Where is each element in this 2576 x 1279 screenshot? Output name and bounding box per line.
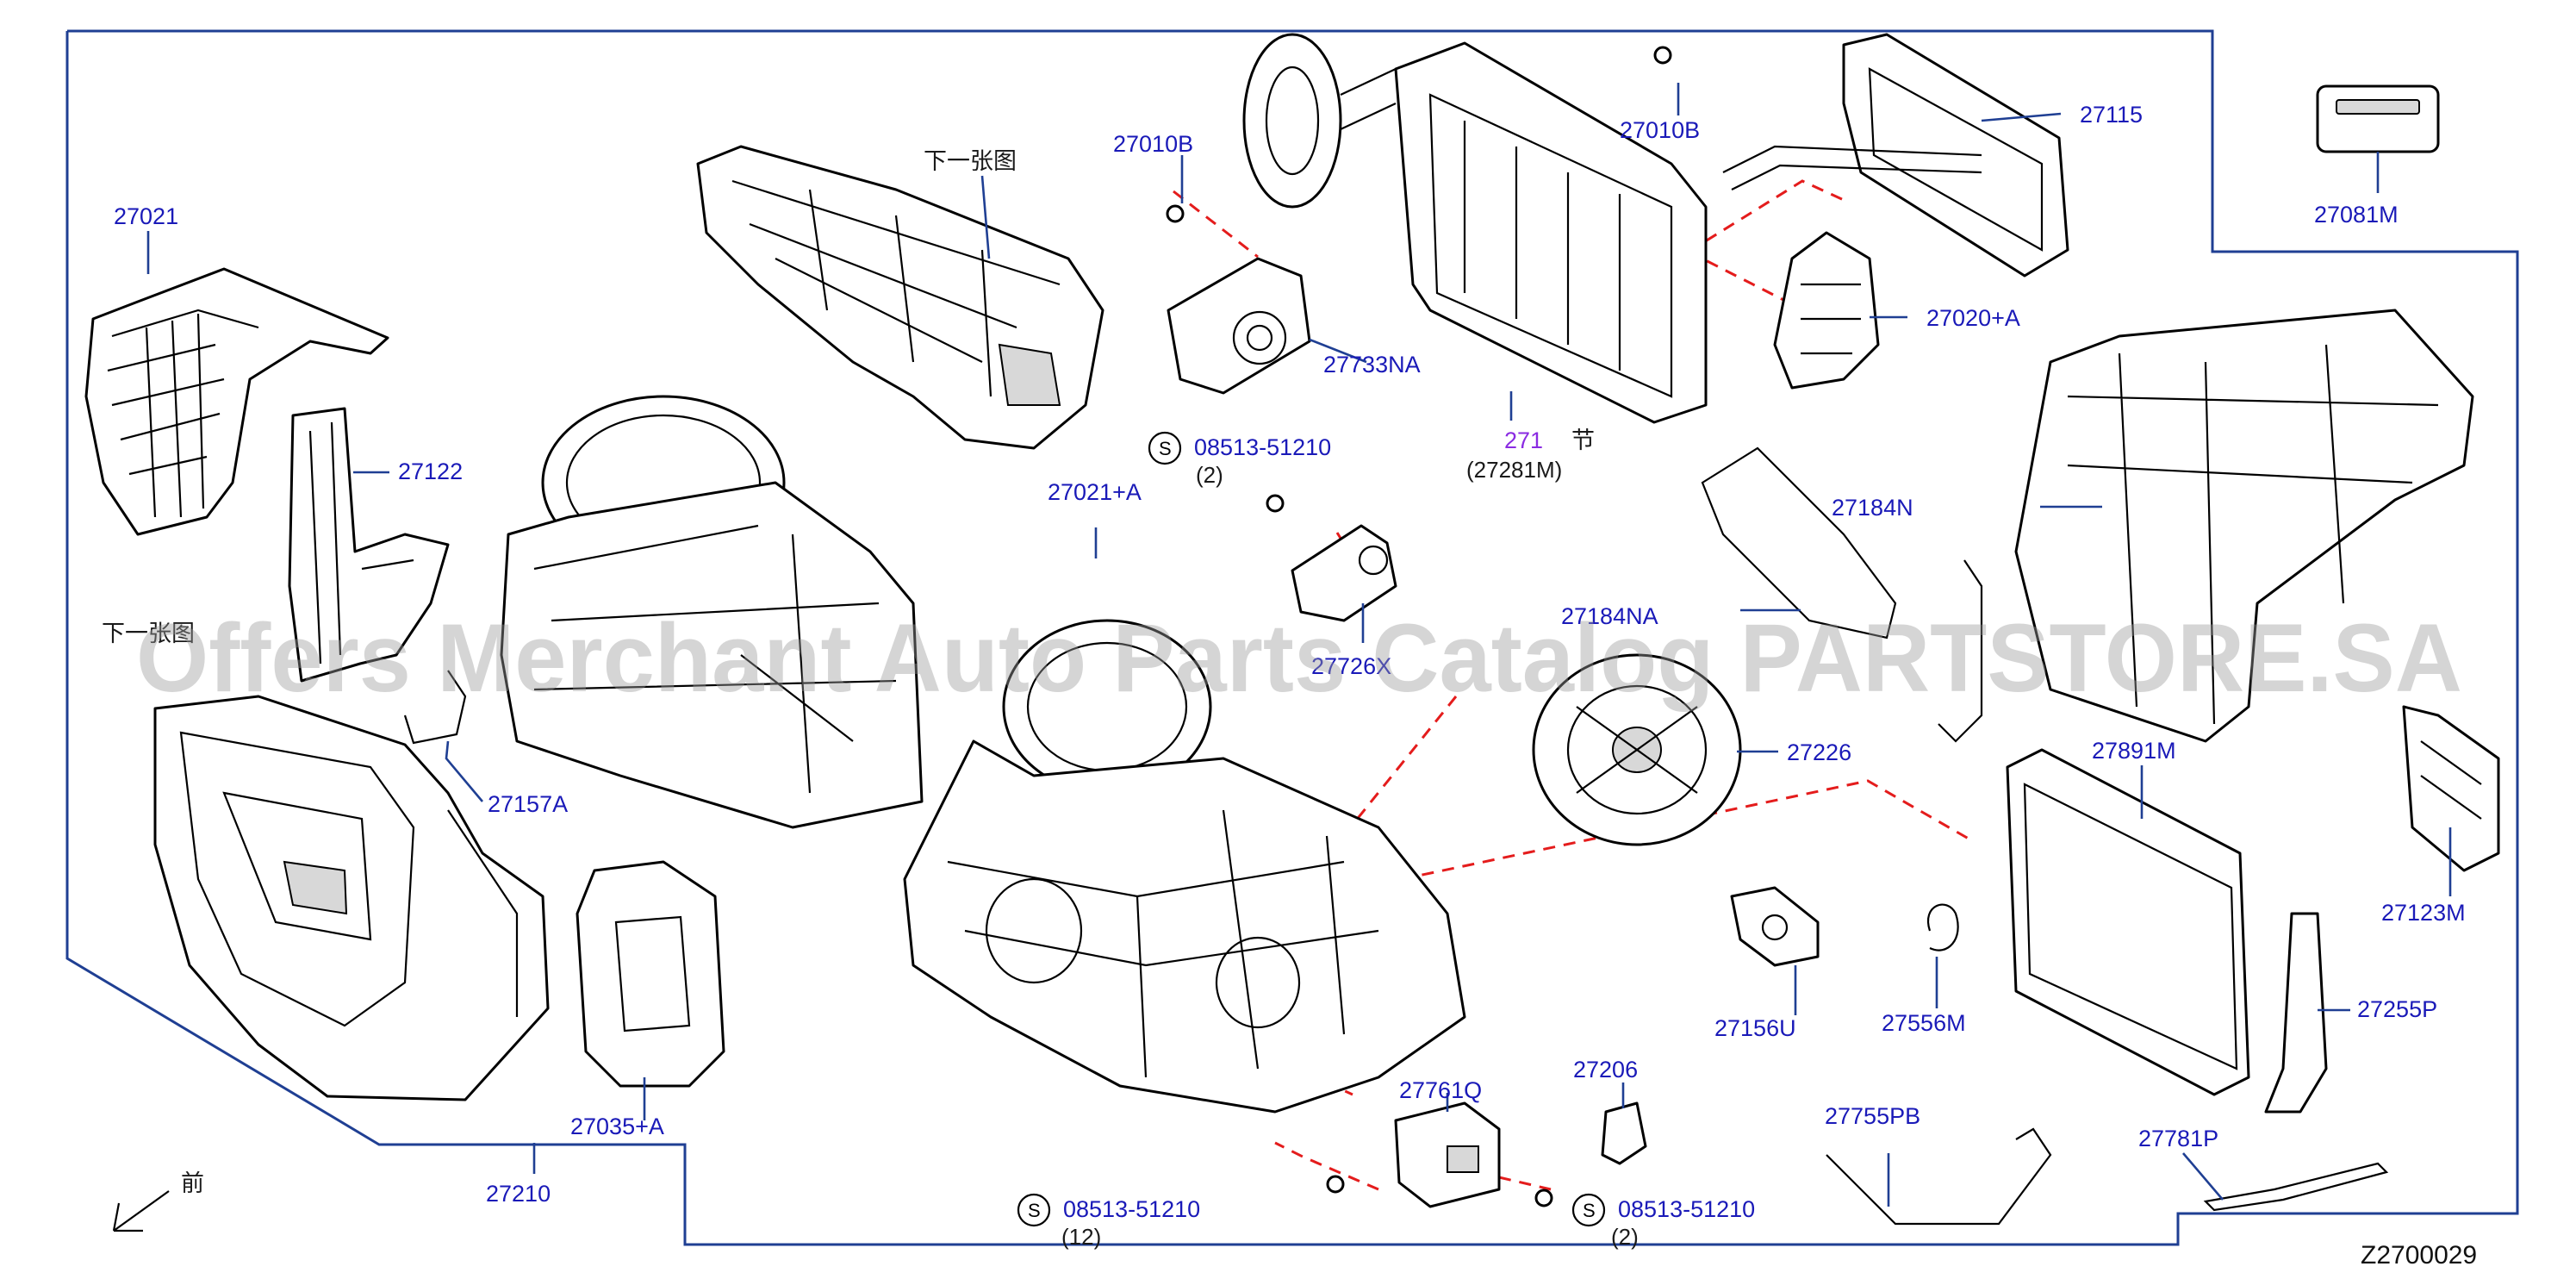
part-27761q-resistor (1394, 1101, 1501, 1208)
label-27184na: 27184NA (1561, 603, 1658, 629)
part-27021-duct (84, 267, 389, 536)
screw-spec-1: S 08513-51210 (2) (1148, 431, 1331, 488)
front-arrow-icon (112, 1190, 170, 1232)
label-27761q: 27761Q (1399, 1077, 1482, 1103)
screw-spec-2-qty: (12) (1061, 1224, 1101, 1250)
part-27035a-seal (576, 860, 725, 1088)
svg-text:S: S (1583, 1200, 1596, 1221)
svg-text:S: S (1028, 1200, 1041, 1221)
label-27556m: 27556M (1882, 1010, 1966, 1036)
part-27726x-sensor (1291, 524, 1397, 622)
label-27891m: 27891M (2092, 738, 2176, 764)
label-27226: 27226 (1787, 739, 1851, 765)
label-27122: 27122 (398, 459, 463, 484)
part-27781p-rod (2203, 1162, 2389, 1212)
part-27115-heater-core (1722, 33, 2069, 278)
part-27156u-clip (1730, 886, 1820, 967)
part-27020a-cover (1773, 231, 1880, 390)
label-27184n: 27184N (1832, 495, 1913, 521)
label-27021: 27021 (114, 203, 178, 229)
svg-text:S: S (1159, 438, 1172, 459)
part-27210-lower-case (153, 695, 550, 1101)
diagram-id: Z2700029 (2361, 1241, 2477, 1270)
label-27206: 27206 (1573, 1057, 1638, 1082)
part-27556m-clip (1927, 903, 1959, 951)
assembly-frame (65, 29, 2519, 1246)
screw-spec-1-qty: (2) (1196, 462, 1223, 488)
part-27021a-main-unit (903, 619, 1466, 1114)
label-27021a: 27021+A (1048, 479, 1142, 505)
part-27733na-actuator (1167, 257, 1311, 395)
part-27184n-case (2014, 309, 2474, 743)
label-27733na: 27733NA (1323, 352, 1421, 377)
label-27035a: 27035+A (570, 1114, 664, 1139)
label-27010b-left: 27010B (1113, 131, 1193, 157)
label-271-suffix: 节 (1571, 427, 1595, 454)
screw-spec-1-code: 08513-51210 (1194, 434, 1331, 460)
label-271: 271 (1504, 427, 1543, 453)
label-27010b-right: 27010B (1620, 117, 1700, 143)
part-27184na-rod (1701, 446, 1983, 743)
part-271-evaporator (1242, 33, 1708, 424)
label-27123m: 27123M (2381, 900, 2466, 926)
part-27123m-bracket (2402, 705, 2500, 872)
part-27122-bracket (288, 407, 450, 683)
watermark-text: Offers Merchant Auto Parts Catalog PARTS… (136, 604, 2462, 712)
label-27210: 27210 (486, 1181, 551, 1207)
screw-spec-3-qty: (2) (1611, 1224, 1639, 1250)
part-upper-case (696, 145, 1104, 450)
part-27755pb-wire (1826, 1127, 2052, 1226)
label-27156u: 27156U (1714, 1015, 1796, 1041)
label-27020a: 27020+A (1926, 305, 2020, 331)
label-27115: 27115 (2080, 102, 2143, 128)
part-27157a-clip (403, 670, 467, 745)
screw-spec-3: S 08513-51210 (2) (1571, 1193, 1755, 1250)
screw-spec-2-code: 08513-51210 (1063, 1196, 1200, 1222)
label-27755pb: 27755PB (1825, 1103, 1920, 1129)
label-27781p: 27781P (2138, 1126, 2218, 1151)
label-next-figure-left: 下一张图 (102, 621, 195, 647)
leader-lines (146, 83, 2452, 1207)
label-27255p: 27255P (2357, 996, 2437, 1022)
part-27255p-strip (2264, 912, 2328, 1114)
label-27157a: 27157A (488, 791, 568, 817)
label-front: 前 (181, 1170, 204, 1197)
label-27281m: (27281M) (1466, 457, 1562, 483)
label-27081m: 27081M (2314, 202, 2399, 228)
part-27226-blower-motor (1532, 653, 1742, 846)
label-27726x: 27726X (1311, 653, 1391, 679)
screw-icon (1166, 46, 1672, 1207)
screw-spec-3-code: 08513-51210 (1618, 1196, 1755, 1222)
part-27081m-label (2316, 84, 2440, 153)
label-next-figure-top: 下一张图 (924, 148, 1017, 175)
part-27891m-filter (2006, 748, 2250, 1096)
part-blower-housing (500, 395, 924, 829)
screw-spec-2: S 08513-51210 (12) (1017, 1193, 1200, 1250)
part-27206-clip (1601, 1101, 1647, 1165)
